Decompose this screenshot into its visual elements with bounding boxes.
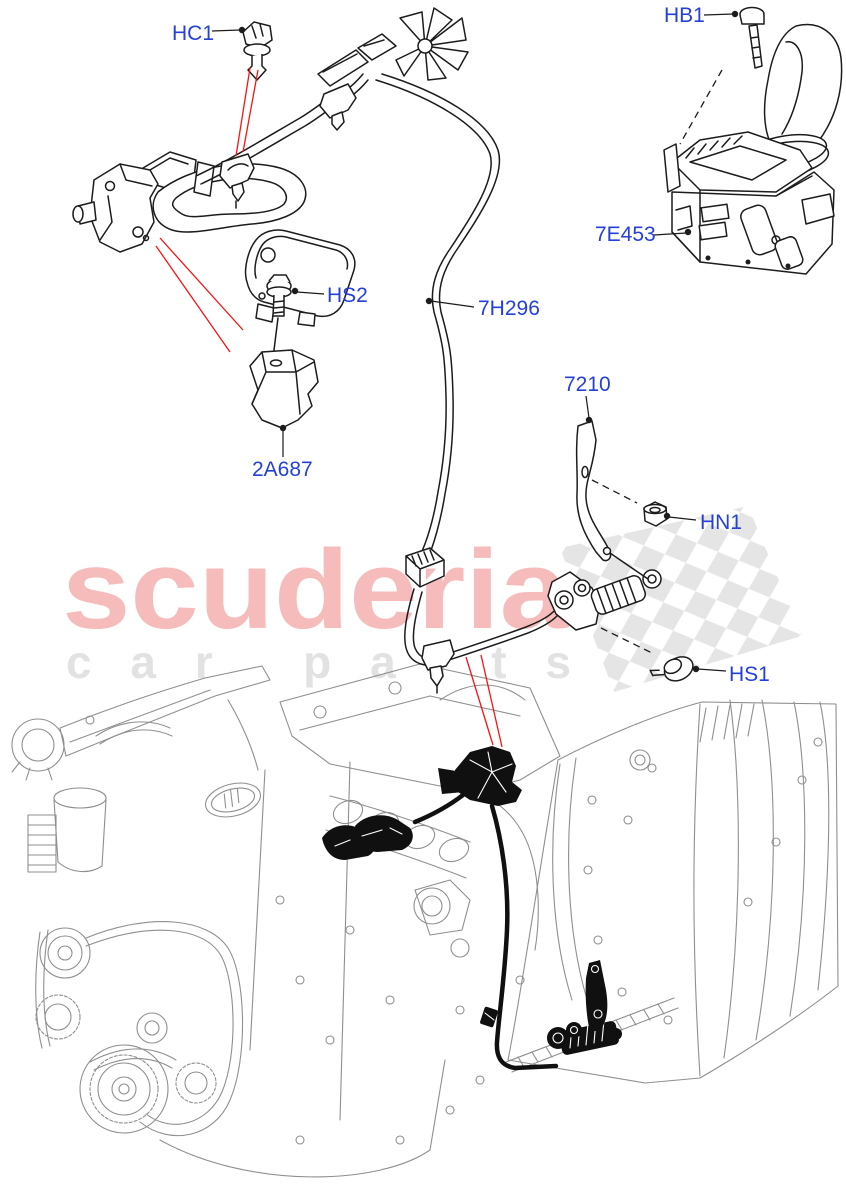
callout-hc1[interactable]: HC1 <box>172 22 214 45</box>
callout-hb1[interactable]: HB1 <box>664 4 705 27</box>
bolt-hs1 <box>649 656 694 682</box>
boot-pinwheel <box>395 7 469 81</box>
cable-junction <box>317 7 469 87</box>
watermark-brand-text: scuderia <box>62 527 569 652</box>
bolt-hb1 <box>739 6 765 69</box>
callout-hs2[interactable]: HS2 <box>327 284 368 307</box>
callout-leaders <box>211 10 739 673</box>
cable-connector-installed <box>452 746 522 806</box>
red-leader-lines <box>155 67 503 748</box>
clip-hc1 <box>242 21 273 81</box>
installed-cable-overlay <box>322 746 622 1071</box>
dashed-assembly-lines <box>591 69 723 654</box>
cable-clamp-2 <box>319 83 357 131</box>
shift-lever-7210 <box>575 420 649 580</box>
installed-damper <box>547 1019 622 1055</box>
shift-cable-7h296 <box>375 73 558 694</box>
gear-selector-module <box>663 23 843 275</box>
callout-hn1[interactable]: HN1 <box>700 511 742 534</box>
installed-cable-run <box>489 803 559 1071</box>
cable-clamp-1 <box>219 153 255 209</box>
checkered-flag-pattern <box>560 506 802 692</box>
callout-labels: HC1 HB1 7E453 HS2 2A687 7H296 7210 HN1 H… <box>172 4 770 686</box>
callout-7210[interactable]: 7210 <box>564 373 611 396</box>
callout-2a687[interactable]: 2A687 <box>252 458 313 481</box>
bracket-2a687 <box>249 349 319 429</box>
callout-7h296[interactable]: 7H296 <box>478 297 540 320</box>
cable-end-damper <box>547 569 662 631</box>
installed-lever <box>585 960 608 1032</box>
nut-hn1 <box>643 501 668 527</box>
bolt-hs2 <box>266 274 292 359</box>
callout-hs1[interactable]: HS1 <box>729 663 770 686</box>
engine-transmission-sketch <box>11 663 839 1178</box>
callout-7e453[interactable]: 7E453 <box>595 223 656 246</box>
